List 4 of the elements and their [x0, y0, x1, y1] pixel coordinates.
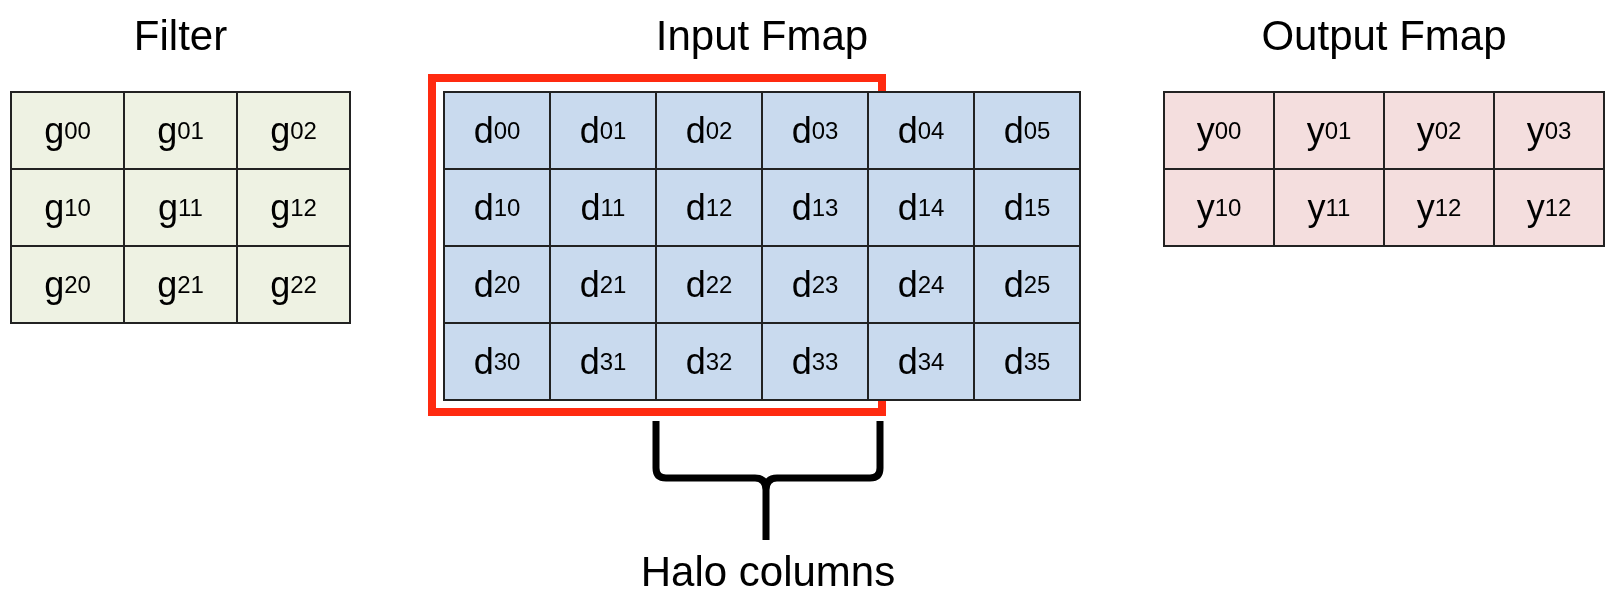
grid-title: Filter — [133, 12, 228, 60]
grid-title: Output Fmap — [1261, 12, 1507, 60]
grid-title: Input Fmap — [655, 12, 869, 60]
brace-caption: Halo columns — [640, 548, 896, 596]
